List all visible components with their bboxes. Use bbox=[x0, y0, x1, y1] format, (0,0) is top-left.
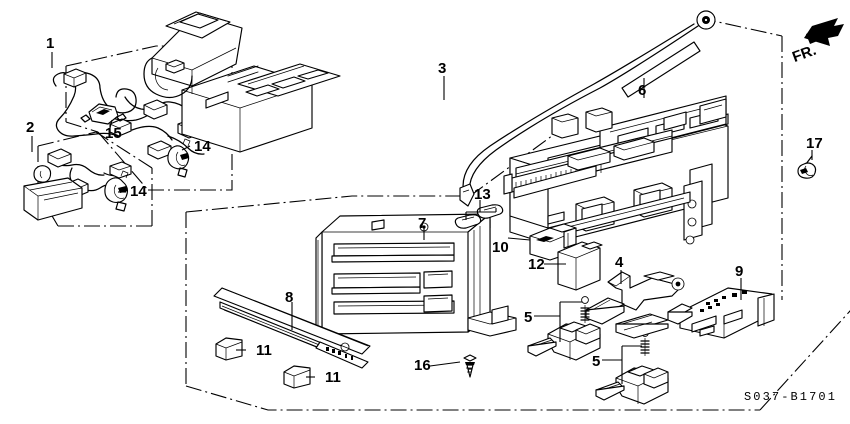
callout-10: 10 bbox=[492, 239, 509, 256]
part-bulb-socket-cover-a bbox=[454, 214, 482, 229]
part-spring-a bbox=[580, 296, 590, 323]
part-wire-harness-upper bbox=[52, 68, 205, 178]
callout-15: 15 bbox=[105, 125, 122, 142]
callout-11a: 11 bbox=[256, 342, 272, 359]
callout-8: 8 bbox=[285, 289, 294, 306]
part-knob-slider-b bbox=[595, 365, 669, 405]
part-heater-control-assembly bbox=[503, 95, 729, 245]
callout-1: 1 bbox=[46, 35, 55, 52]
callout-5a: 5 bbox=[524, 309, 533, 326]
callout-6: 6 bbox=[638, 82, 647, 99]
callout-2: 2 bbox=[26, 119, 35, 136]
callout-3: 3 bbox=[438, 60, 447, 77]
callout-16: 16 bbox=[414, 357, 431, 374]
callout-14a: 14 bbox=[194, 138, 211, 155]
callout-17: 17 bbox=[806, 135, 823, 152]
callout-11b: 11 bbox=[325, 369, 341, 386]
part-switch-knob bbox=[557, 241, 603, 291]
region-boundary-main bbox=[185, 129, 850, 411]
part-knob-slider-a bbox=[527, 321, 601, 361]
part-control-panel-bezel bbox=[315, 213, 517, 337]
callout-9: 9 bbox=[735, 263, 744, 280]
fr-arrow-icon bbox=[804, 18, 844, 46]
part-push-clip bbox=[797, 155, 817, 179]
part-trim-clip-b bbox=[283, 365, 311, 389]
part-control-cable bbox=[459, 10, 716, 207]
part-tapping-screw bbox=[463, 354, 477, 378]
callout-leader-lines bbox=[31, 52, 813, 384]
part-blower-switch-unit bbox=[615, 287, 775, 339]
callout-13: 13 bbox=[474, 186, 491, 203]
part-trim-clip-a bbox=[215, 337, 243, 361]
part-control-bracket bbox=[585, 271, 685, 325]
part-center-console bbox=[143, 11, 341, 153]
callout-5b: 5 bbox=[592, 353, 601, 370]
part-ashtray-tray bbox=[23, 177, 83, 221]
diagram-code: S037-B1701 bbox=[744, 390, 838, 404]
callout-7: 7 bbox=[418, 215, 427, 232]
callout-12: 12 bbox=[528, 256, 545, 273]
callout-4: 4 bbox=[615, 254, 624, 271]
callout-14b: 14 bbox=[130, 183, 147, 200]
